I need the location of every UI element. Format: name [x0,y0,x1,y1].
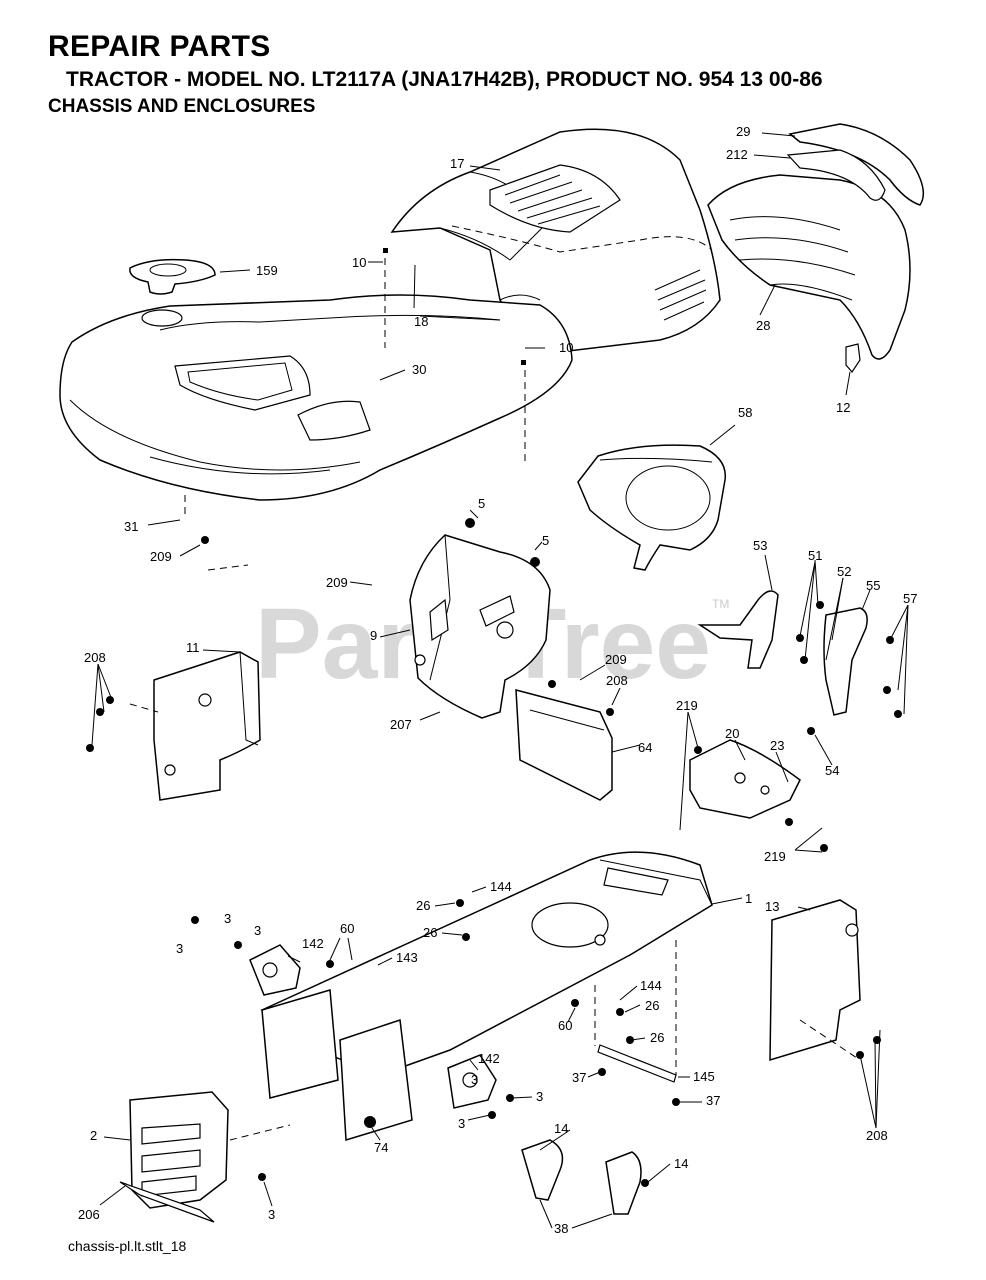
main-frame [260,851,713,1141]
callout-label: 5 [542,533,549,548]
hood-latch [845,343,861,373]
callout-label: 26 [423,925,437,940]
callout-label: 12 [836,400,850,415]
callout-label: 9 [370,628,377,643]
callout-label: 159 [256,263,278,278]
callout-label: 74 [374,1140,388,1155]
callout-label: 206 [78,1207,100,1222]
callout-label: 208 [866,1128,888,1143]
bracket-64 [515,689,613,801]
left-side-panel [153,651,261,801]
callout-label: 212 [726,147,748,162]
callout-label: 20 [725,726,739,741]
callout-label: 219 [676,698,698,713]
section-title: CHASSIS AND ENCLOSURES [48,96,316,117]
callout-label: 37 [572,1070,586,1085]
callout-label: 13 [765,899,779,914]
callout-label: 1 [745,891,752,906]
callout-label: 28 [756,318,770,333]
callout-label: 64 [638,740,652,755]
callout-label: 18 [414,314,428,329]
watermark-tm: TM [712,597,729,611]
callout-label: 14 [674,1156,688,1171]
callout-label: 58 [738,405,752,420]
callout-label: 14 [554,1121,568,1136]
callout-label: 3 [471,1072,478,1087]
callout-label: 209 [150,549,172,564]
fender-body [59,294,573,501]
callout-label: 60 [340,921,354,936]
callout-label: 30 [412,362,426,377]
dash-shroud [577,444,727,571]
callout-label: 10 [559,340,573,355]
leader-lines [91,132,909,1229]
callout-label: 2 [90,1128,97,1143]
callout-label: 54 [825,763,839,778]
dash-panel [409,534,551,719]
callout-label: 53 [753,538,767,553]
callout-label: 26 [650,1030,664,1045]
callout-label: 208 [606,673,628,688]
callout-label: 51 [808,548,822,563]
callout-label: 142 [302,936,324,951]
callout-label: 29 [736,124,750,139]
axle-bracket-upper [249,944,301,996]
axle-bracket-lower [447,1054,497,1109]
callout-label: 3 [268,1207,275,1222]
bracket-right [605,1151,642,1215]
callout-label: 209 [605,652,627,667]
callout-label: 144 [640,978,662,993]
callout-label: 10 [352,255,366,270]
callout-label: 52 [837,564,851,579]
assembly-lines [129,258,861,1141]
model-line: TRACTOR - MODEL NO. LT2117A (JNA17H42B),… [66,68,823,91]
right-side-panel [769,899,861,1062]
callout-label: 207 [390,717,412,732]
callout-label: 57 [903,591,917,606]
callout-label: 38 [554,1221,568,1236]
callout-label: 17 [450,156,464,171]
callout-label: 143 [396,950,418,965]
callout-label: 60 [558,1018,572,1033]
callout-label: 3 [458,1116,465,1131]
brace-plate [823,607,868,716]
callout-label: 142 [478,1051,500,1066]
callout-label: 219 [764,849,786,864]
grille-part [707,174,911,360]
callout-label: 3 [224,911,231,926]
bumper-bracket [119,1181,215,1223]
callout-label: 26 [645,998,659,1013]
callout-label: 209 [326,575,348,590]
callout-label: 145 [693,1069,715,1084]
callout-label: 23 [770,738,784,753]
callout-label: 5 [478,496,485,511]
callout-label: 3 [254,923,261,938]
drawing-id: chassis-pl.lt.stlt_18 [68,1238,187,1254]
callout-label: 55 [866,578,880,593]
callout-label: 3 [536,1089,543,1104]
callout-label: 31 [124,519,138,534]
callout-label: 37 [706,1093,720,1108]
tie-rod [597,1044,677,1083]
steering-support [697,590,779,669]
hood-part [390,128,721,353]
callout-labels: 17 29 212 159 10 18 10 30 28 12 58 31 20… [78,124,917,1236]
page-title: REPAIR PARTS [48,30,271,63]
callout-label: 3 [176,941,183,956]
front-plate [129,1091,229,1209]
callout-label: 11 [186,640,200,655]
callout-label: 144 [490,879,512,894]
callout-label: 26 [416,898,430,913]
bracket-left [521,1139,564,1201]
callout-label: 208 [84,650,106,665]
fuel-cap-cover [129,258,216,295]
grille-trim-middle [786,149,886,201]
